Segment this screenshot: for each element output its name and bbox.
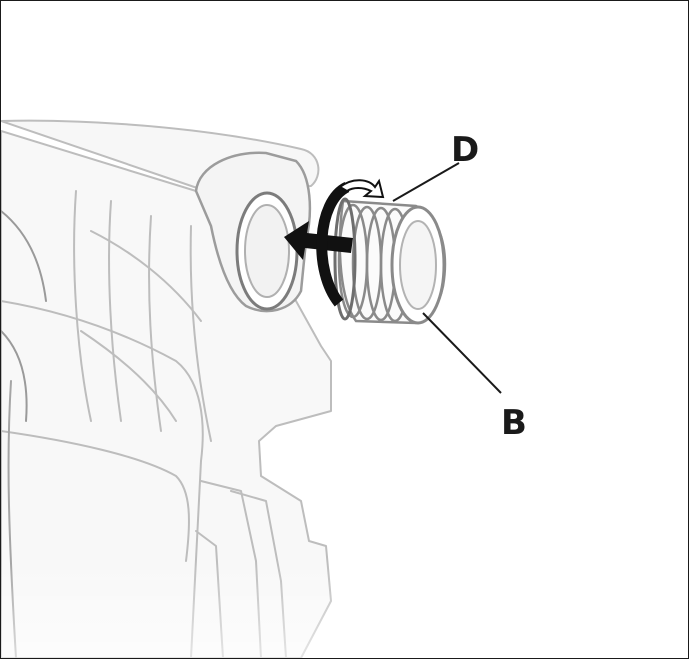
curved-rotation-arrow-icon bbox=[316, 178, 385, 307]
threaded-nipple bbox=[333, 197, 447, 325]
radiator-port bbox=[194, 151, 312, 313]
leader-line-b bbox=[422, 312, 502, 394]
leader-line-d bbox=[392, 162, 460, 202]
callout-label-b: B bbox=[501, 403, 527, 443]
callout-label-d: D bbox=[451, 130, 479, 170]
gasket-ring bbox=[333, 197, 357, 321]
